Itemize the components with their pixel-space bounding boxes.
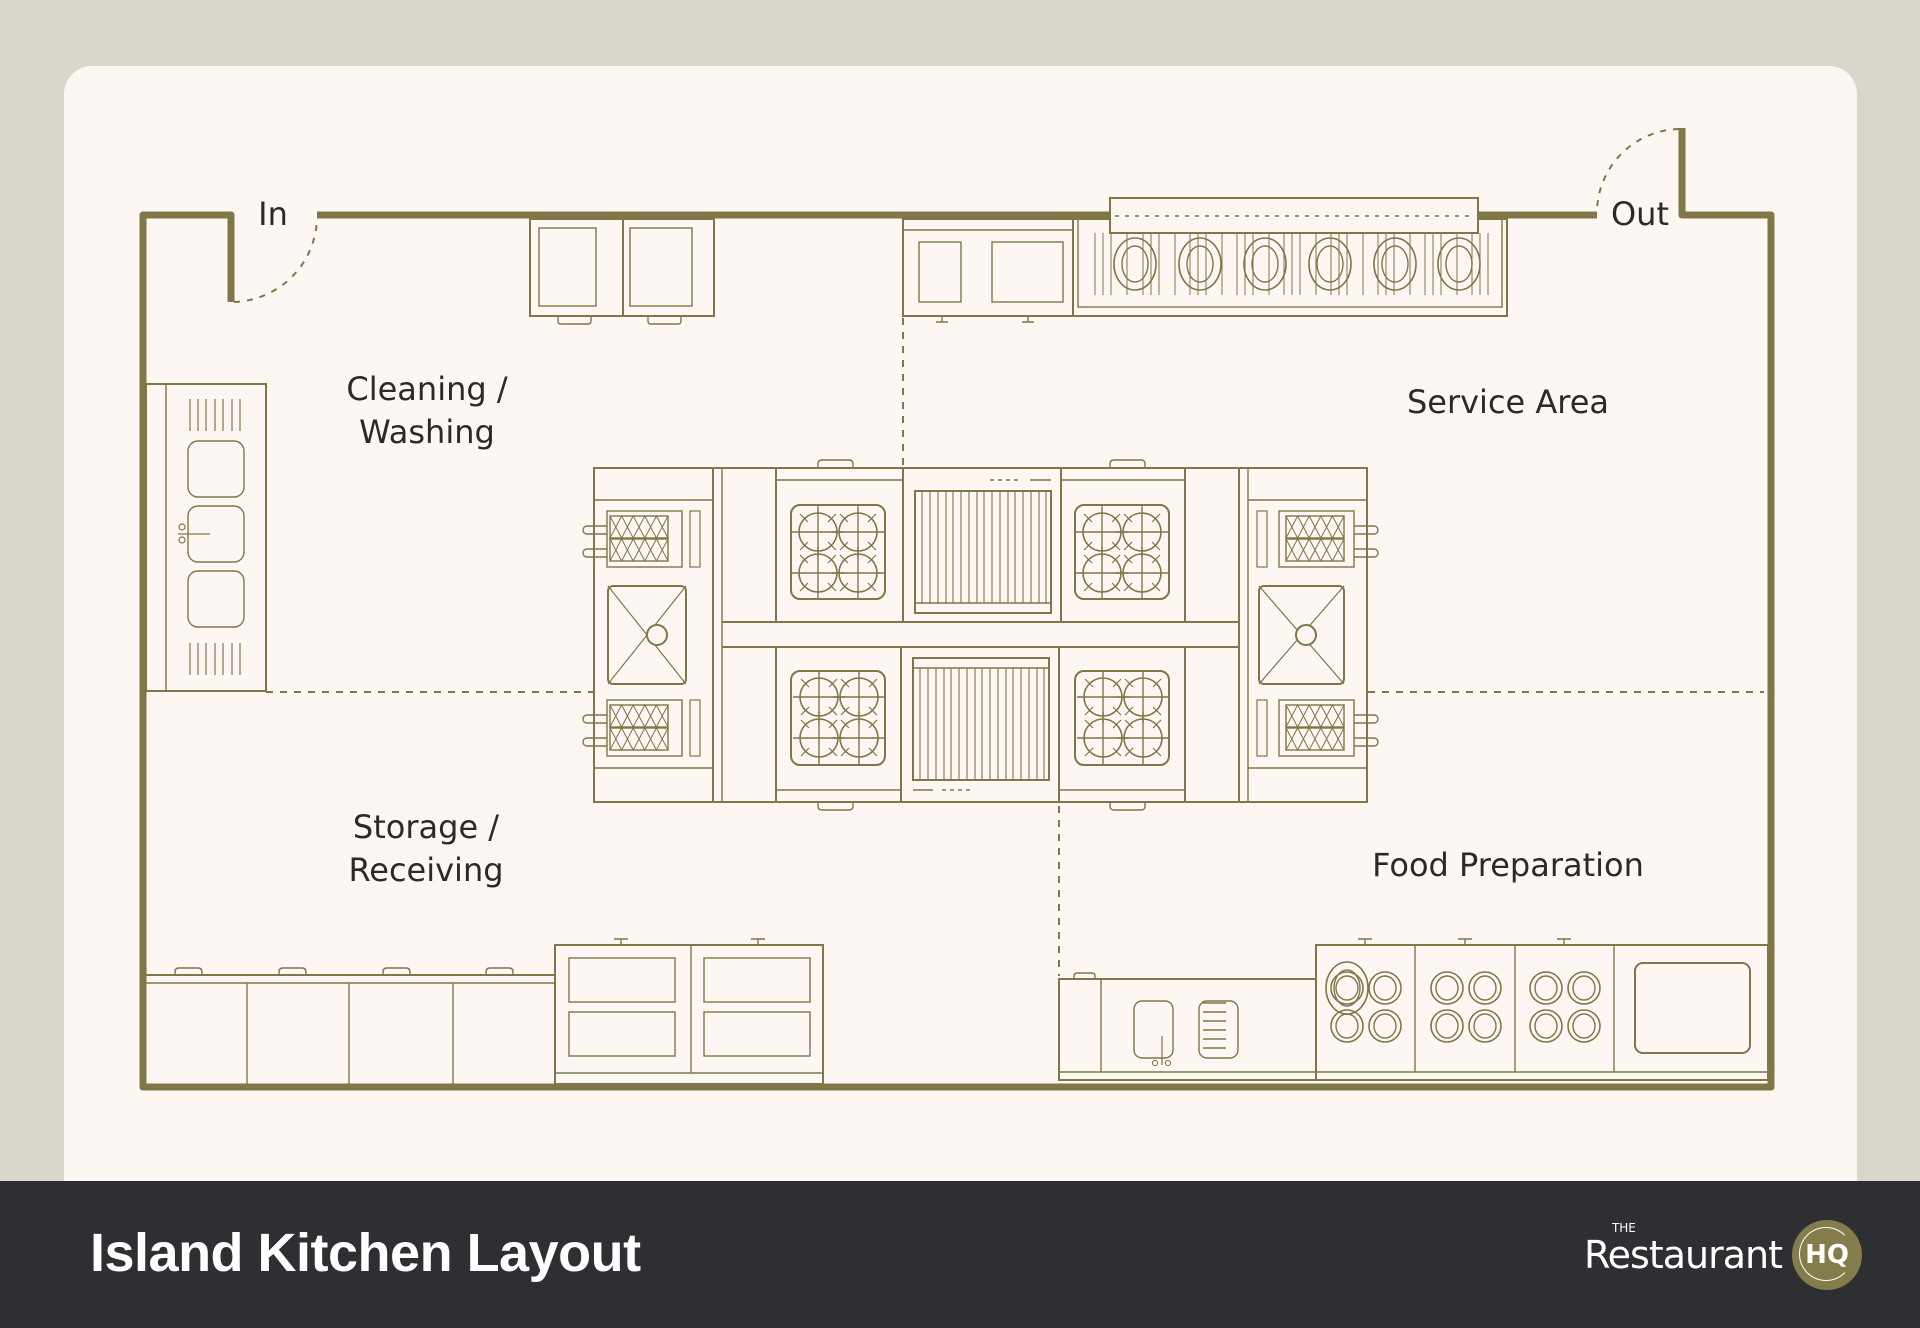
entry-door-label: In xyxy=(258,195,288,233)
zone-label-storage-line1: Storage / xyxy=(353,808,499,846)
logo-badge-icon: HQ xyxy=(1792,1220,1862,1290)
logo-prefix: THE xyxy=(1611,1221,1636,1235)
footer-bar: Island Kitchen Layout THE Restaurant HQ xyxy=(0,1181,1920,1328)
zone-dividers xyxy=(266,318,1764,976)
exit-door-swing xyxy=(1596,128,1680,213)
top-service-counter xyxy=(902,197,1508,323)
logo-name: Restaurant xyxy=(1583,1233,1783,1277)
page-title: Island Kitchen Layout xyxy=(90,1223,641,1283)
zone-label-storage-line2: Receiving xyxy=(348,851,503,889)
logo-wordmark: THE Restaurant xyxy=(1583,1222,1783,1277)
entry-door-swing xyxy=(233,218,318,303)
zone-label-service: Service Area xyxy=(1407,383,1609,421)
storage-counters xyxy=(146,938,824,1085)
left-wall-sink xyxy=(145,383,267,692)
walls xyxy=(139,128,1775,1091)
prep-line xyxy=(1058,938,1769,1081)
top-left-cabinets xyxy=(529,218,715,325)
exit-door-label: Out xyxy=(1611,195,1669,233)
floor-plan: In Out xyxy=(139,128,1775,1091)
logo-badge-text: HQ xyxy=(1805,1240,1849,1270)
zone-label-food-prep: Food Preparation xyxy=(1372,846,1644,884)
brand-logo: THE Restaurant HQ xyxy=(1584,1219,1862,1291)
zone-label-cleaning-line1: Cleaning / xyxy=(346,370,507,408)
center-island xyxy=(582,459,1379,811)
zone-label-cleaning-line2: Washing xyxy=(359,413,495,451)
